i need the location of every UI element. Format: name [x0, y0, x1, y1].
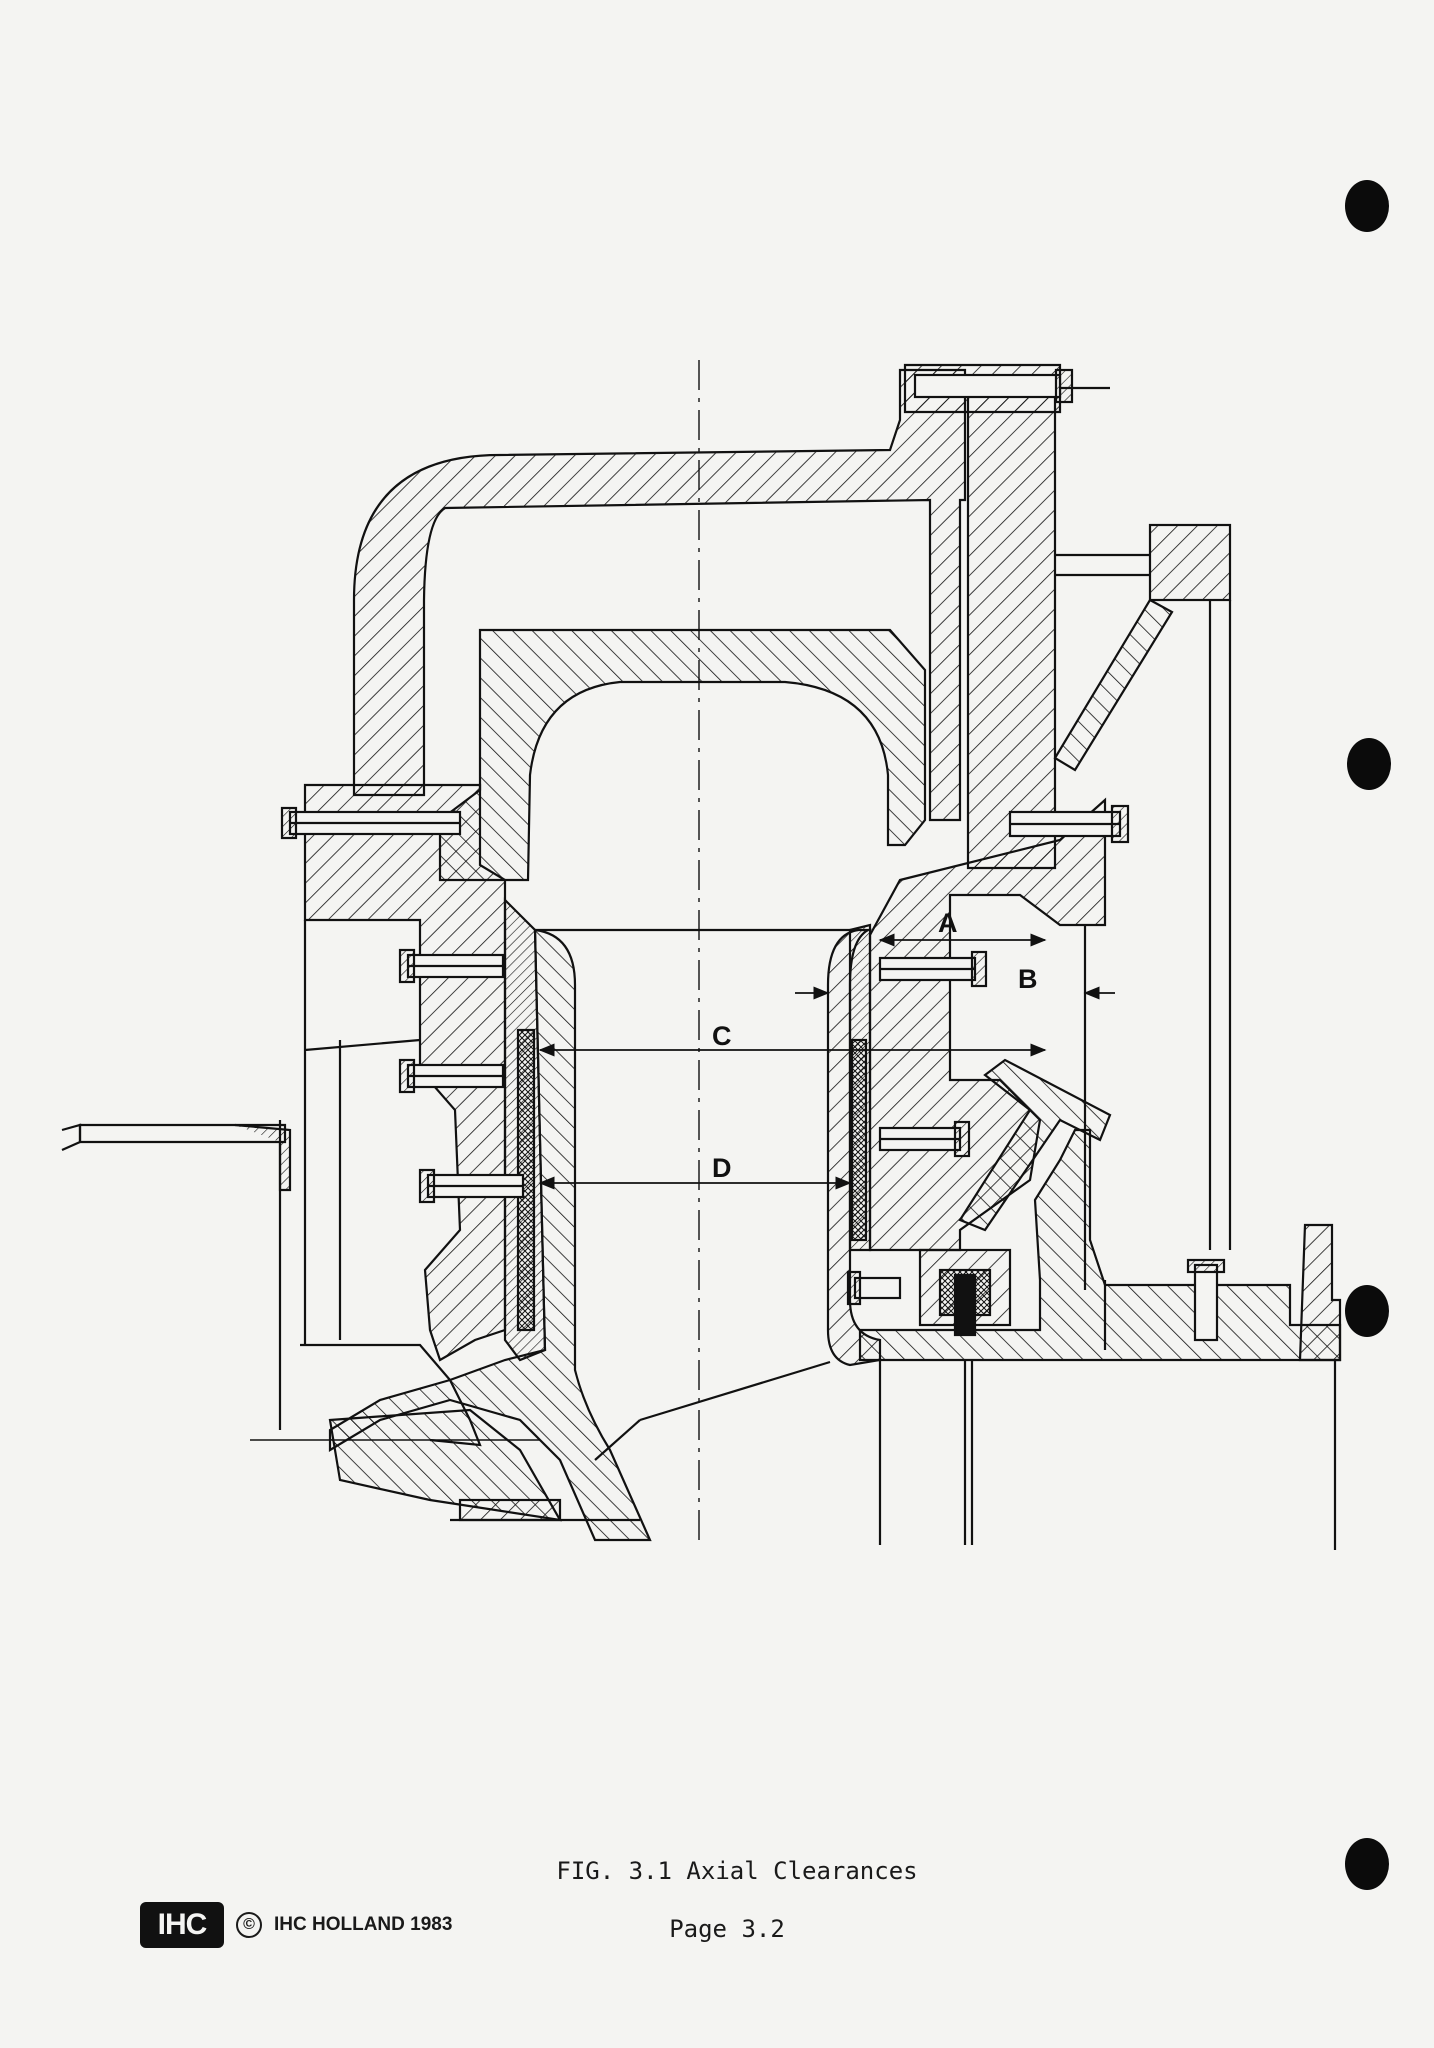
dimension-label-c: C	[712, 1021, 732, 1051]
bolt-left-2	[398, 1058, 505, 1094]
bolt-right-2	[878, 1120, 971, 1158]
punch-hole-3	[1345, 1285, 1389, 1337]
bolt-right-1	[878, 950, 988, 988]
copyright-icon: ©	[236, 1912, 262, 1938]
strut-block	[1148, 523, 1232, 602]
copyright-text: IHC HOLLAND 1983	[274, 1914, 453, 1935]
bolt-bottom-left-seal	[846, 1270, 902, 1306]
end-flange	[1298, 1223, 1342, 1362]
inclined-nozzle	[958, 1058, 1112, 1232]
figure-caption: FIG. 3.1 Axial Clearances	[556, 1857, 918, 1885]
seal-ring	[953, 1273, 977, 1337]
bolt-cover-left	[280, 806, 462, 840]
tie-rod	[966, 378, 1057, 870]
dimension-label-d: D	[712, 1153, 732, 1183]
bolt-left-1	[398, 948, 505, 984]
bolt-bottom-right	[1186, 1258, 1226, 1342]
copyright-notice: © IHC HOLLAND 1983	[236, 1912, 452, 1938]
punch-hole-2	[1347, 738, 1391, 790]
dimension-label-b: B	[1018, 964, 1038, 994]
bolt-left-3	[418, 1168, 525, 1204]
left-skirt	[278, 920, 421, 1430]
page-number: Page 3.2	[669, 1915, 785, 1943]
bolt-cover-right	[1008, 804, 1130, 844]
bolt-top	[913, 368, 1074, 404]
strut	[1053, 598, 1174, 772]
dimension-label-a: A	[938, 908, 958, 938]
ihc-logo: IHC	[140, 1902, 224, 1948]
liner-rubber-right	[850, 1038, 868, 1242]
punch-hole-1	[1345, 180, 1389, 232]
suction-liner	[438, 628, 927, 882]
shroud-line	[639, 1360, 831, 1422]
suction-cover-elbow	[352, 368, 967, 822]
punch-hole-4	[1345, 1838, 1389, 1890]
copyright-footer: IHC © IHC HOLLAND 1983	[140, 1902, 452, 1948]
